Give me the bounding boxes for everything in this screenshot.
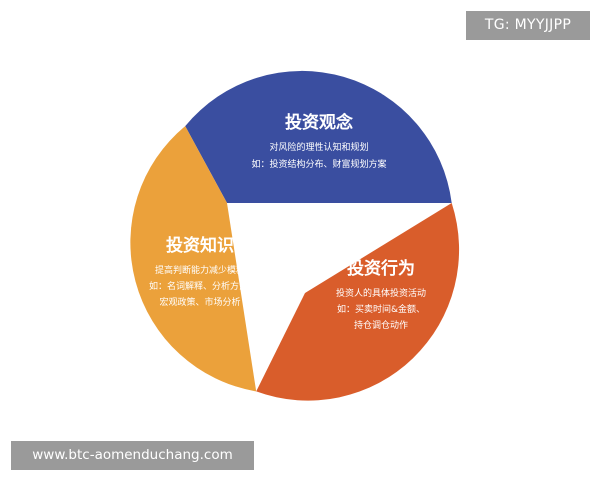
behavior-line-3: 持仓调仓动作 <box>354 319 408 331</box>
knowledge-title: 投资知识 <box>166 235 234 256</box>
concept-line-1: 对风险的理性认知和规划 <box>269 141 368 153</box>
behavior-segment <box>256 203 460 401</box>
knowledge-line-2: 如：名词解释、分析方法、 <box>149 280 257 292</box>
behavior-line-1: 投资人的具体投资活动 <box>336 287 426 299</box>
behavior-line-2: 如：买卖时间&金额、 <box>337 303 425 315</box>
behavior-title: 投资行为 <box>347 258 415 279</box>
concept-segment <box>185 70 452 203</box>
url-watermark-badge: www.btc-aomenduchang.com <box>11 441 254 470</box>
knowledge-segment <box>130 126 257 392</box>
knowledge-line-1: 提高判断能力减少模糊 <box>155 264 245 276</box>
knowledge-line-3: 宏观政策、市场分析 <box>159 296 240 308</box>
concept-line-2: 如：投资结构分布、财富规划方案 <box>251 158 386 170</box>
concept-title: 投资观念 <box>285 112 353 133</box>
tg-watermark-badge: TG: MYYJJPP <box>466 11 590 40</box>
center-triangle <box>227 203 360 293</box>
